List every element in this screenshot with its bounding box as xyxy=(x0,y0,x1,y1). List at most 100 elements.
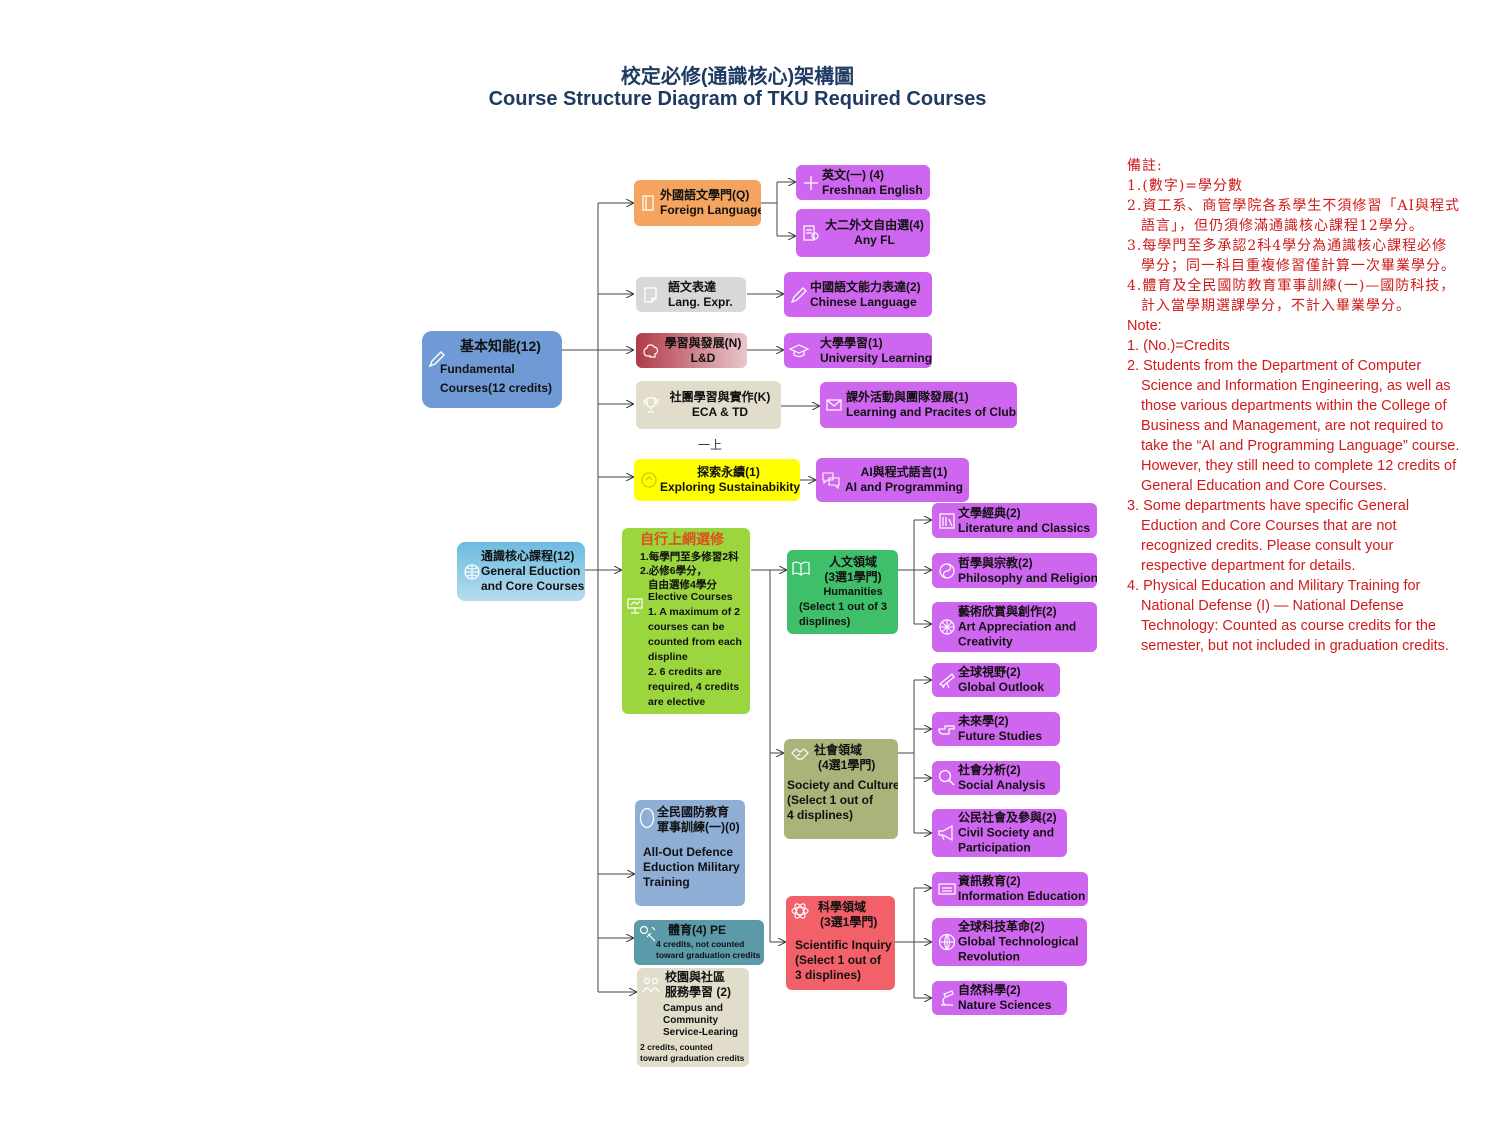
brain-icon xyxy=(641,341,661,361)
defence-zh2: 軍事訓練(一)(0) xyxy=(657,820,740,834)
service-en4: 2 credits, counted xyxy=(640,1042,713,1052)
elective-en4: counted from each xyxy=(648,636,742,648)
chinese-language-node: 中國語文能力表達(2)Chinese Language xyxy=(784,272,932,317)
notes-cn-3: 3.每學門至多承認2科4學分為通識核心課程必修學分；同一科目重複修習僅計算一次畢… xyxy=(1127,238,1456,274)
tech-en1: Global Technological xyxy=(958,934,1079,949)
clubs-en: Learning and Pracites of Clubs xyxy=(846,405,1017,419)
defence-en2: Eduction Military xyxy=(643,860,740,874)
service-en1: Campus and xyxy=(663,1003,724,1014)
future-zh: 未來學(2) xyxy=(958,714,1009,728)
literature-zh: 文學經典(2) xyxy=(958,505,1021,520)
english-en: Freshnan English xyxy=(822,182,923,197)
english-zh: 英文(一) (4) xyxy=(822,167,884,182)
service-en2: Community xyxy=(663,1015,718,1026)
ld-en: L&D xyxy=(690,350,716,365)
trophy-icon xyxy=(641,395,661,415)
pen-icon xyxy=(427,349,447,369)
eca-en: ECA & TD xyxy=(691,405,749,419)
info-en: Information Education xyxy=(958,889,1086,903)
service-learning-node: 校園與社區 服務學習 (2) Campus and Community Serv… xyxy=(637,968,749,1067)
pencil-icon xyxy=(789,285,809,305)
notes-cn-head: 備註: xyxy=(1127,158,1163,174)
clubs-zh: 課外活動與團隊發展(1) xyxy=(846,390,969,404)
elective-zh2: 2.必修6學分， xyxy=(640,565,708,577)
notes-cn-2: 2.資工系、商管學院各系學生不須修習「AI與程式語言」，但仍須修滿通識核心課程1… xyxy=(1127,198,1460,234)
ld-zh: 學習與發展(N) xyxy=(664,335,742,350)
science-en3: 3 displines) xyxy=(795,968,862,982)
elective-courses-node: 自行上網選修 1.每學門至多修習2科 2.必修6學分， 自由選修4學分 Elec… xyxy=(622,528,750,714)
globe-grid-icon xyxy=(937,932,957,952)
univ-zh: 大學學習(1) xyxy=(820,335,883,350)
elective-en2: 1. A maximum of 2 xyxy=(648,606,740,618)
global-outlook-node: 全球視野(2)Global Outlook xyxy=(932,663,1060,697)
notes-panel: 備註: 1.(數字)=學分數 2.資工系、商管學院各系學生不須修習「AI與程式語… xyxy=(1127,156,1462,656)
langexpr-zh: 語文表達 xyxy=(668,279,717,294)
elective-en5: displine xyxy=(648,651,688,663)
fundamental-courses-node: 基本知能(12) Fundamental Courses(12 credits) xyxy=(422,331,562,408)
elective-zh1: 1.每學門至多修習2科 xyxy=(640,551,739,563)
humanities-domain-node: 人文領域 (3選1學門) Humanities (Select 1 out of… xyxy=(787,550,898,634)
megaphone-icon xyxy=(937,823,957,843)
foreign-zh: 外國語文學門(Q) xyxy=(660,188,750,202)
service-zh2: 服務學習 (2) xyxy=(665,985,732,999)
university-learning-node: 大學學習(1)University Learning xyxy=(784,333,932,368)
humanities-zh2: (3選1學門) xyxy=(824,570,882,584)
civil-zh: 公民社會及參與(2) xyxy=(958,810,1057,825)
defence-en1: All-Out Defence xyxy=(643,845,734,859)
service-en5: toward graduation credits xyxy=(640,1053,745,1063)
social-en: Social Analysis xyxy=(958,778,1046,792)
humanities-en3: displines) xyxy=(799,616,851,628)
elective-en7: required, 4 credits xyxy=(648,681,740,693)
community-icon xyxy=(641,976,661,996)
chinese-zh: 中國語文能力表達(2) xyxy=(810,279,921,294)
fundamental-en2: Courses(12 credits) xyxy=(440,381,553,395)
society-en2: (Select 1 out of xyxy=(787,793,874,807)
first-semester-label: 一上 xyxy=(698,438,723,452)
literature-en: Literature and Classics xyxy=(958,520,1091,535)
society-domain-node: 社會領域 (4選1學門) Society and Culture (Select… xyxy=(784,739,898,839)
philosophy-zh: 哲學與宗教(2) xyxy=(958,555,1033,570)
title-chinese: 校定必修(通識核心)架構圖 xyxy=(620,66,855,88)
tech-zh: 全球科技革命(2) xyxy=(958,919,1045,934)
nature-zh: 自然科學(2) xyxy=(958,983,1021,997)
global-zh: 全球視野(2) xyxy=(958,665,1021,679)
social-zh: 社會分析(2) xyxy=(958,763,1021,777)
learning-development-node: 學習與發展(N)L&D xyxy=(636,333,747,368)
elective-head: 自行上網選修 xyxy=(640,531,724,547)
foreign-language-node: 外國語文學門(Q)Foreign Language xyxy=(634,180,761,226)
art-en1: Art Appreciation and xyxy=(958,619,1077,634)
yin-yang-icon xyxy=(937,561,957,581)
elective-en1: Elective Courses xyxy=(648,591,733,603)
bookshelf-icon xyxy=(937,511,957,531)
science-en2: (Select 1 out of xyxy=(795,953,882,967)
presentation-icon xyxy=(625,596,645,616)
sustain-zh: 探索永續(1) xyxy=(697,465,760,479)
service-en3: Service-Learing xyxy=(663,1027,739,1038)
gecore-en2: and Core Courses xyxy=(481,579,585,593)
magnifier-icon xyxy=(937,768,957,788)
gecore-zh: 通識核心課程(12) xyxy=(481,549,575,563)
nature-en: Nature Sciences xyxy=(958,998,1052,1012)
globe-icon xyxy=(462,562,482,582)
civil-en2: Participation xyxy=(958,840,1031,855)
univ-en: University Learning xyxy=(820,350,932,365)
book-icon xyxy=(639,193,659,213)
title-english: Course Structure Diagram of TKU Required… xyxy=(488,88,987,110)
fundamental-zh: 基本知能(12) xyxy=(460,338,541,354)
tech-en2: Revolution xyxy=(958,949,1020,964)
science-zh2: (3選1學門) xyxy=(820,915,878,929)
atom-icon xyxy=(790,901,810,921)
defence-en3: Training xyxy=(643,875,690,889)
handshake-icon xyxy=(790,744,810,764)
social-analysis-node: 社會分析(2)Social Analysis xyxy=(932,761,1060,795)
service-zh1: 校園與社區 xyxy=(665,970,726,984)
freshman-english-node: 英文(一) (4)Freshnan English xyxy=(796,165,930,200)
ai-en: AI and Programming xyxy=(844,480,963,494)
nature-sciences-node: 自然科學(2)Nature Sciences xyxy=(932,981,1067,1015)
eca-zh: 社團學習與實作(K) xyxy=(669,390,771,404)
notes-en-2: 2. Students from the Department of Compu… xyxy=(1127,358,1460,494)
future-studies-node: 未來學(2)Future Studies xyxy=(932,712,1060,746)
